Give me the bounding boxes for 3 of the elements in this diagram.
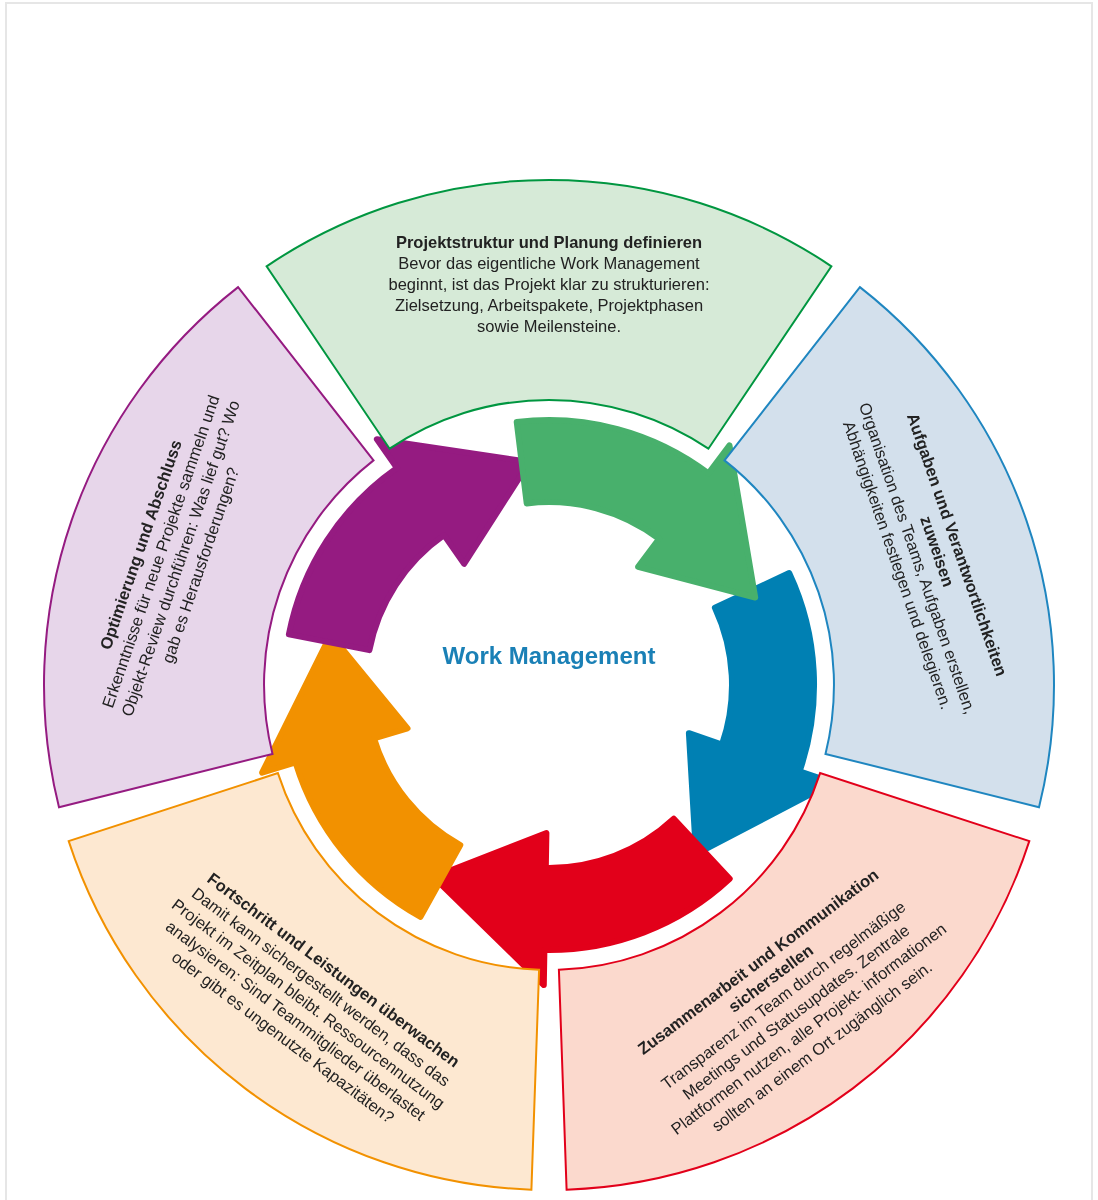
phase-heading: Projektstruktur und Planung definieren (394, 232, 704, 254)
center-title: Work Management (441, 641, 657, 671)
phase-description: Bevor das eigentliche Work Management beginnt, ist das Projekt klar zu strukturieren: Zielsetzung, Arbeitspakete, Projektphasen sowie Meilensteine. (387, 253, 711, 338)
